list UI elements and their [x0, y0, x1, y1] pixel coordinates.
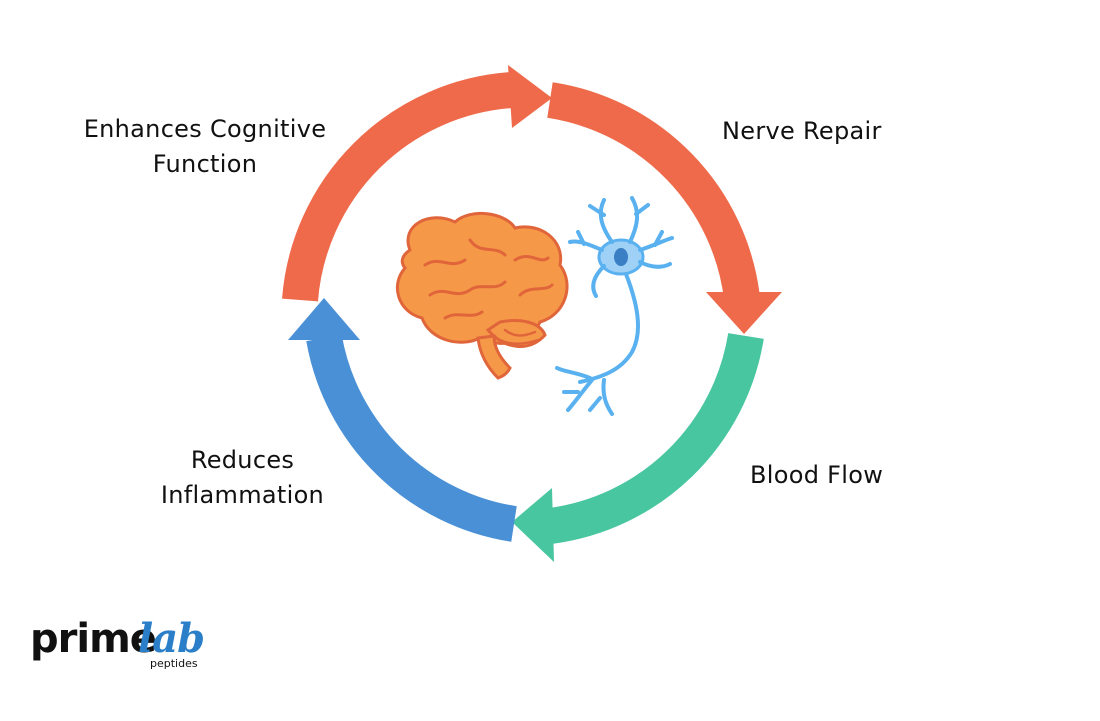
arrowhead-top	[508, 65, 552, 128]
arrow-cognitive-to-nerve	[282, 72, 514, 302]
arrowhead-right	[706, 292, 782, 334]
logo-primary-text: prime	[30, 616, 157, 662]
label-blood-flow: Blood Flow	[750, 461, 884, 489]
label-reduces-inflammation: Reduces Inflammation	[135, 443, 350, 513]
label-enhances-cognitive-function: Enhances Cognitive Function	[55, 112, 355, 182]
label-line: Inflammation	[160, 481, 325, 509]
primelab-logo: prime lab peptides	[30, 616, 230, 676]
arrow-blood-to-inflammation	[547, 332, 764, 544]
brain-icon	[395, 211, 569, 380]
cycle-arrows	[282, 65, 782, 562]
label-line: Function	[152, 150, 258, 178]
arrowhead-bottom	[512, 488, 554, 562]
arrow-nerve-to-blood	[547, 82, 760, 301]
logo-accent-text: lab	[138, 615, 205, 662]
logo-subtitle: peptides	[150, 657, 198, 670]
arrowhead-left	[288, 298, 360, 340]
label-line: Reduces	[190, 446, 295, 474]
label-line: Enhances Cognitive	[83, 115, 327, 143]
arrow-inflammation-to-cognitive	[306, 334, 517, 542]
label-nerve-repair: Nerve Repair	[722, 117, 882, 145]
neuron-icon	[555, 196, 674, 416]
